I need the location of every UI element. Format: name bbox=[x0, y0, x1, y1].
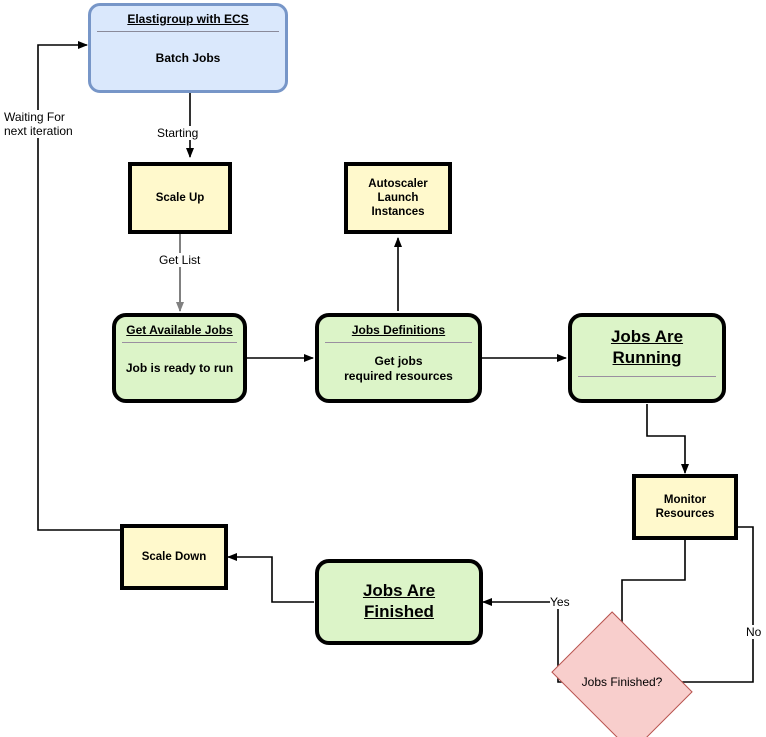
jobs-definitions-title: Jobs Definitions bbox=[351, 323, 446, 337]
scale-down-label: Scale Down bbox=[141, 551, 207, 563]
jobs-are-running-body bbox=[578, 377, 716, 394]
jobs-are-running-title: Jobs Are Running bbox=[610, 327, 684, 367]
edge-label-waiting-for-next-iteration: Waiting For next iteration bbox=[4, 110, 73, 138]
edge-monitorresources-to-decision bbox=[618, 540, 686, 640]
autoscaler-label: Autoscaler Launch Instances bbox=[368, 178, 428, 218]
node-monitor-resources[interactable]: Monitor Resources bbox=[632, 474, 738, 540]
node-jobs-definitions[interactable]: Jobs Definitions Get jobs required resou… bbox=[315, 313, 482, 403]
jobs-are-finished-title: Jobs Are Finished bbox=[362, 581, 436, 621]
decision-label: Jobs Finished? bbox=[581, 675, 663, 689]
jobs-are-running-divider bbox=[578, 376, 716, 377]
edge-jobsarefinished-to-scaledown bbox=[227, 553, 314, 603]
elastigroup-title: Elastigroup with ECS bbox=[127, 12, 249, 26]
get-available-jobs-body: Job is ready to run bbox=[125, 361, 234, 375]
elastigroup-divider bbox=[97, 31, 279, 32]
elastigroup-body: Batch Jobs bbox=[155, 51, 221, 65]
node-elastigroup-with-ecs[interactable]: Elastigroup with ECS Batch Jobs bbox=[88, 3, 288, 93]
node-jobs-are-running[interactable]: Jobs Are Running bbox=[568, 313, 726, 403]
node-scale-up[interactable]: Scale Up bbox=[128, 162, 232, 234]
edge-jobsarerunning-to-monitorresources bbox=[646, 404, 689, 474]
jobs-definitions-body: Get jobs required resources bbox=[344, 353, 453, 383]
get-available-jobs-title: Get Available Jobs bbox=[126, 323, 233, 337]
node-autoscaler-launch-instances[interactable]: Autoscaler Launch Instances bbox=[344, 162, 452, 234]
node-jobs-are-finished[interactable]: Jobs Are Finished bbox=[315, 559, 483, 645]
edge-label-yes: Yes bbox=[550, 595, 570, 609]
get-available-jobs-divider bbox=[122, 342, 237, 343]
edge-label-get-list: Get List bbox=[159, 253, 201, 267]
monitor-resources-label: Monitor Resources bbox=[655, 494, 715, 520]
node-scale-down[interactable]: Scale Down bbox=[120, 524, 228, 590]
edge-decision-no-to-monitorresources bbox=[679, 523, 754, 683]
jobs-definitions-divider bbox=[325, 342, 472, 343]
node-get-available-jobs[interactable]: Get Available Jobs Job is ready to run bbox=[112, 313, 247, 403]
node-jobs-finished-decision[interactable]: Jobs Finished? bbox=[551, 611, 693, 737]
edge-label-starting: Starting bbox=[157, 126, 199, 140]
scale-up-label: Scale Up bbox=[155, 192, 205, 204]
edge-label-no: No bbox=[746, 625, 762, 639]
